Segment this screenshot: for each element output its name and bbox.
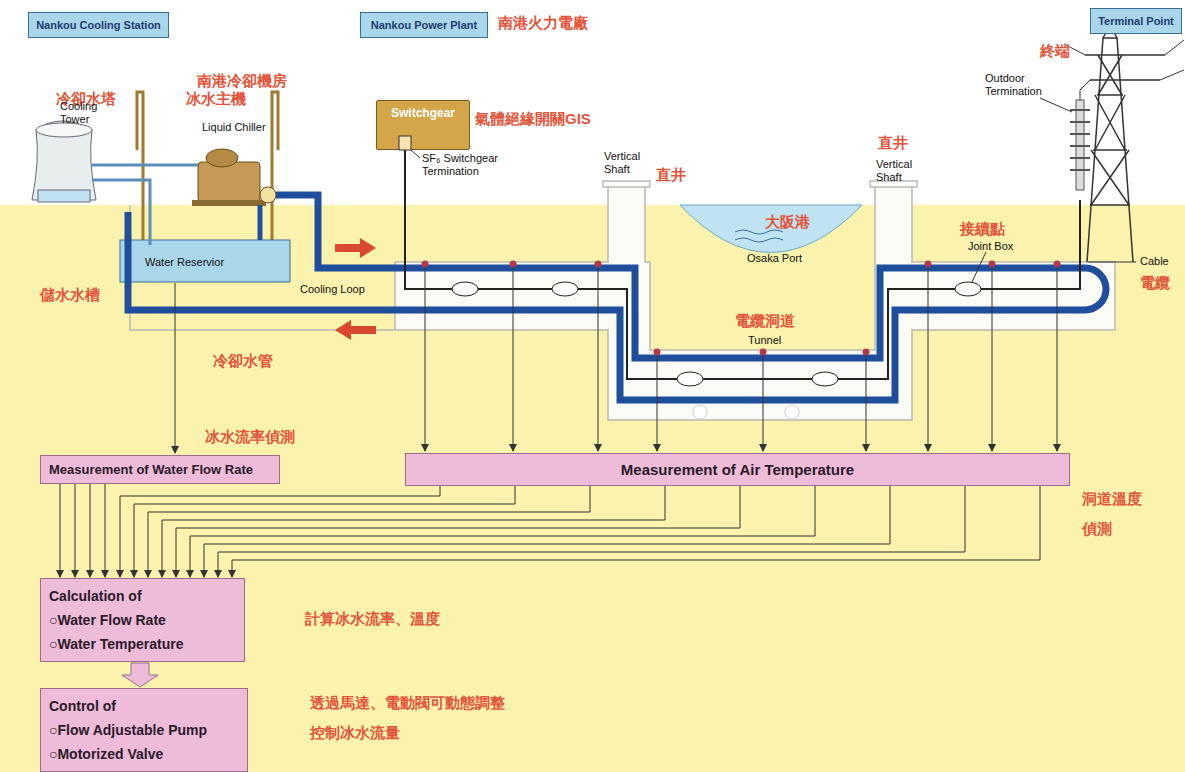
measurement-line — [204, 486, 890, 577]
site-box: Nankou Cooling Station — [28, 12, 169, 38]
tunnel-drain — [693, 405, 707, 419]
node-title: Nankou Cooling Station — [36, 19, 161, 31]
part-label: Vertical Shaft — [876, 158, 924, 184]
part-label: Liquid Chiller — [202, 121, 266, 134]
part-label: SF₆ Switchgear Termination — [422, 152, 517, 178]
measurement-box: Measurement of Water Flow Rate — [40, 455, 280, 484]
chinese-label: 透過馬達、電動閥可動態調整 控制冰水流量 — [310, 688, 560, 748]
chinese-label: 儲水水槽 — [40, 280, 100, 310]
node-text: ○Motorized Valve — [49, 742, 163, 766]
chiller-compressor — [206, 149, 238, 167]
calculation-box: Calculation of○Water Flow Rate○Water Tem… — [40, 578, 245, 662]
chinese-label: 直井 — [656, 160, 686, 190]
chinese-label: 冰水主機 — [186, 84, 246, 114]
tunnel-drain — [785, 405, 799, 419]
chinese-label: 洞道溫度 偵測 — [1082, 484, 1148, 544]
chinese-label: 接續點 — [960, 214, 1005, 244]
chiller-base — [192, 200, 266, 206]
flow-arrow — [335, 320, 376, 340]
cooling-tower-basin — [38, 190, 90, 202]
node-title: Switchgear — [391, 106, 455, 120]
measurement-connector — [105, 484, 106, 577]
node-title: Control of — [49, 694, 116, 718]
pump — [260, 187, 276, 203]
water-waves — [735, 230, 783, 242]
part-label: Cooling Tower — [60, 100, 104, 126]
chinese-label: 南港火力電廠 — [498, 8, 588, 38]
node-title: Nankou Power Plant — [371, 19, 477, 31]
measurement-line — [148, 486, 590, 577]
part-label: Tunnel — [748, 334, 781, 347]
measurement-line — [134, 486, 515, 577]
measurement-line — [75, 484, 76, 577]
cooling-loop-pipe — [128, 195, 1106, 400]
part-label: Joint Box — [968, 240, 1013, 253]
condenser-pipe — [92, 165, 198, 245]
flow-arrow — [335, 238, 376, 258]
leader-line — [1040, 98, 1072, 112]
chinese-label: 冷卻水管 — [213, 346, 273, 376]
transmission-tower — [1066, 25, 1184, 262]
pump-suction — [258, 205, 263, 240]
control-box: Control of○Flow Adjustable Pump○Motorize… — [40, 688, 248, 772]
shaft-cap — [603, 181, 650, 187]
measurement-line — [60, 484, 61, 577]
temperature-sensors — [422, 261, 1061, 356]
leader-line — [411, 150, 420, 158]
node-title: Terminal Point — [1098, 15, 1174, 27]
node-text: ○Flow Adjustable Pump — [49, 718, 207, 742]
node-title: Measurement of Water Flow Rate — [49, 462, 253, 477]
part-label: Vertical Shaft — [604, 150, 652, 176]
chinese-label: 直井 — [878, 128, 908, 158]
outdoor-termination — [1070, 80, 1090, 190]
cooling-tower-top — [36, 123, 92, 137]
water-reservoir — [120, 240, 290, 282]
part-label: Cooling Loop — [300, 283, 365, 296]
switchgear-box: Switchgear — [376, 100, 470, 150]
chinese-label: 氣體絕緣開關GIS — [475, 104, 591, 134]
site-box: Terminal Point — [1090, 8, 1182, 34]
part-label: Outdoor Termination — [985, 72, 1053, 98]
osaka-port-water — [680, 205, 862, 253]
measurement-line — [90, 484, 91, 577]
chinese-label: 冰水流率偵測 — [205, 422, 295, 452]
measurement-line — [218, 486, 965, 577]
node-text: ○Water Temperature — [49, 632, 184, 656]
node-text: ○Water Flow Rate — [49, 608, 166, 632]
part-label: Water Reservior — [145, 256, 224, 269]
cable-tunnel — [395, 185, 1115, 420]
power-cable — [405, 150, 1080, 379]
node-title: Calculation of — [49, 584, 142, 608]
site-box: Nankou Power Plant — [360, 12, 488, 38]
leader-line — [972, 252, 986, 282]
chinese-label: 電纜洞道 — [735, 306, 795, 336]
chinese-label: 終端 — [1040, 36, 1070, 66]
node-title: Measurement of Air Temperature — [621, 461, 854, 478]
measurement-connector — [232, 486, 1040, 577]
measurement-band: Measurement of Air Temperature — [405, 453, 1070, 486]
part-label: Osaka Port — [747, 252, 802, 265]
measurement-line — [190, 486, 815, 577]
cooling-tower — [32, 121, 96, 200]
chinese-label: 大阪港 — [765, 207, 810, 237]
part-label: Cable — [1140, 255, 1169, 268]
chinese-label: 電纜 — [1140, 268, 1170, 298]
measurement-line — [176, 486, 740, 577]
measurement-line — [162, 486, 665, 577]
leader-line — [1088, 262, 1136, 263]
sensor-leaders — [175, 264, 1057, 453]
chinese-label: 計算冰水流率、溫度 — [305, 604, 440, 634]
block-arrow — [122, 663, 158, 687]
joint-boxes — [452, 282, 981, 386]
liquid-chiller — [198, 162, 260, 202]
measurement-line — [120, 486, 440, 577]
